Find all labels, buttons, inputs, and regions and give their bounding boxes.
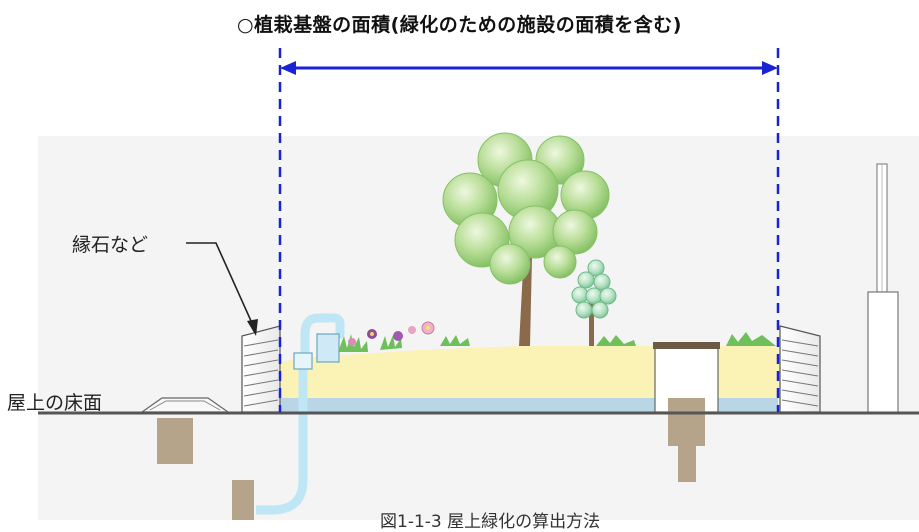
valve: [293, 352, 313, 370]
drain-pipe-lower: [678, 446, 696, 482]
water-pipe-down: [256, 366, 308, 515]
valve-box: [316, 333, 340, 363]
edge-stone-leader: [186, 242, 257, 333]
inspection-lid: [653, 342, 720, 349]
edge-stone-label: 縁石など: [72, 234, 149, 256]
drainage-layer: [280, 398, 778, 412]
edge-stone-leader-arrow: [247, 319, 258, 336]
small-tree-crown: [571, 259, 617, 319]
diagram-title: ○植栽基盤の面積(緑化のための施設の面積を含む): [237, 14, 682, 36]
diagram-canvas: ○植栽基盤の面積(緑化のための施設の面積を含む) 縁石など 屋上の床面 図1-1…: [7, 14, 919, 532]
soil-layer-right: [718, 346, 780, 398]
edge-stone-right: [779, 325, 821, 413]
tree-crown: [442, 132, 610, 285]
edge-stone-left: [241, 325, 281, 413]
small-tree-trunk: [589, 300, 594, 346]
dimension-arrowhead-right: [762, 61, 778, 75]
drain-pipe-block: [668, 398, 705, 446]
post-base: [867, 291, 899, 414]
rooftop-floor-label: 屋上の床面: [7, 392, 103, 414]
floor-drain-block-2: [232, 480, 254, 520]
dimension-arrowhead-left: [280, 61, 296, 75]
water-pipe: [300, 313, 345, 361]
rooftop-greening-diagram: [38, 48, 919, 520]
flowers: [348, 321, 435, 346]
soil-layer: [280, 346, 655, 398]
floor-drain-block: [157, 418, 193, 464]
